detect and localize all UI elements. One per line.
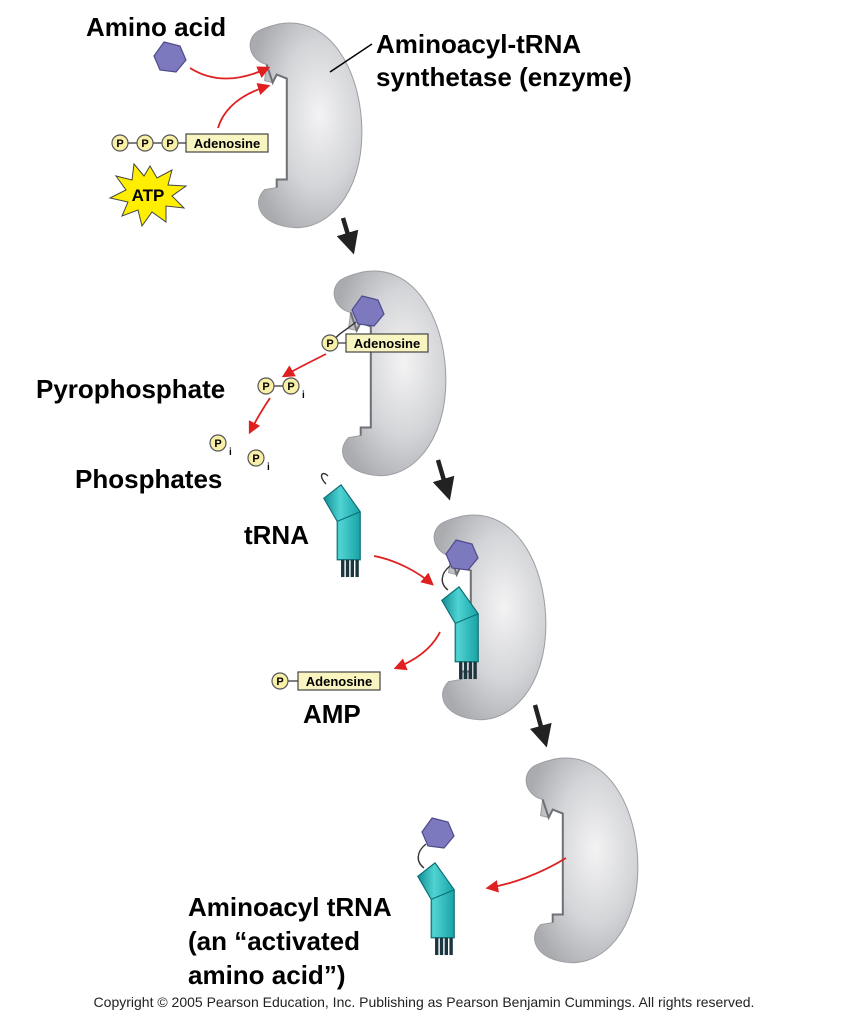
trna-arrow [373, 555, 434, 586]
amino-acid-hexagon [153, 41, 187, 73]
product-label-line1: Aminoacyl tRNA [188, 892, 392, 922]
free-trna [323, 484, 361, 578]
svg-text:ATP: ATP [132, 186, 165, 205]
amino-acid-arrow [189, 66, 271, 80]
pyrophosphate-label: Pyrophosphate [36, 374, 225, 404]
svg-text:P: P [326, 338, 333, 350]
release-arrow [485, 857, 567, 893]
enzyme-step3 [433, 513, 547, 721]
phosphate-i-1: P i [209, 434, 232, 458]
amp-label: AMP [303, 699, 361, 729]
bound-phosphate-2: P [321, 334, 339, 352]
svg-text:P: P [287, 381, 294, 393]
enzyme-step4 [525, 756, 639, 964]
product-amino-acid [421, 817, 455, 849]
enzyme-step1 [249, 21, 363, 229]
svg-text:P: P [262, 381, 269, 393]
bound-adenosine-2: Adenosine [345, 333, 429, 353]
step-arrow-1 [336, 217, 359, 255]
atp-arrow [217, 82, 271, 129]
svg-text:P: P [166, 138, 173, 150]
svg-text:i: i [267, 462, 270, 473]
pyrophosphate-arrow [281, 353, 327, 378]
phosphates-arrow [248, 397, 271, 435]
amino-acid-label: Amino acid [86, 12, 226, 42]
pyrophosphate-p2: P i [282, 377, 305, 401]
pyrophosphate-p1: P [257, 377, 275, 395]
bound-amino-acid-2 [351, 295, 385, 327]
svg-text:P: P [252, 453, 259, 465]
svg-text:P: P [214, 438, 221, 450]
amp-adenosine-box: Adenosine [297, 671, 381, 691]
phosphates-label: Phosphates [75, 464, 222, 494]
amp-arrow [393, 631, 441, 671]
product-label-line3: amino acid”) [188, 960, 345, 990]
svg-text:i: i [302, 390, 305, 401]
amp-phosphate: P [271, 672, 289, 690]
svg-text:Adenosine: Adenosine [306, 674, 372, 689]
atp-phosphate-1: P [111, 134, 129, 152]
step-arrow-3 [529, 704, 552, 748]
atp-starburst: ATP [108, 162, 188, 228]
trna-label: tRNA [244, 520, 309, 550]
enzyme-step2 [333, 269, 447, 477]
svg-text:i: i [229, 447, 232, 458]
svg-text:Adenosine: Adenosine [194, 136, 260, 151]
atp-phosphate-2: P [136, 134, 154, 152]
svg-text:Adenosine: Adenosine [354, 336, 420, 351]
enzyme-leader-line [329, 43, 373, 73]
phosphate-i-2: P i [247, 449, 270, 473]
svg-text:P: P [141, 138, 148, 150]
step-arrow-2 [432, 459, 455, 501]
enzyme-label-line2: synthetase (enzyme) [376, 62, 632, 92]
copyright-notice: Copyright © 2005 Pearson Education, Inc.… [93, 994, 755, 1010]
atp-adenosine-box: Adenosine [185, 133, 269, 153]
svg-text:P: P [116, 138, 123, 150]
enzyme-label-line1: Aminoacyl-tRNA [376, 29, 581, 59]
product-label-line2: (an “activated [188, 926, 360, 956]
atp-phosphate-3: P [161, 134, 179, 152]
product-trna [417, 862, 455, 956]
bound-amino-acid-3 [445, 539, 479, 571]
svg-text:P: P [276, 676, 283, 688]
